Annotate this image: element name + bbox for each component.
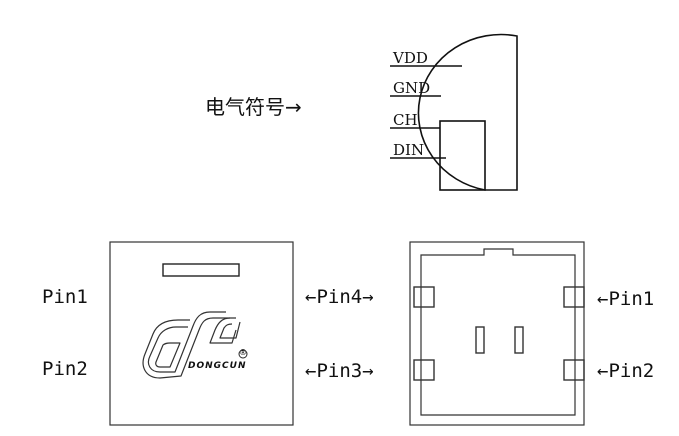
pad-pin3 [413,359,435,381]
top-view-pin1-label: Pin1 [42,286,88,308]
center-slot-left [475,326,485,354]
bottom-view-pin4-label: ←Pin4→ [305,286,374,308]
logo-text: DONGCUN [188,361,247,371]
bottom-view-pin3-label: ←Pin3→ [305,360,374,382]
top-view-pin2-label: Pin2 [42,358,88,380]
bottom-view-outer [409,241,585,426]
bottom-view-pin2-label: ←Pin2 [597,360,655,382]
electrical-symbol [390,33,518,191]
symbol-inner-rect [439,120,486,191]
symbol-caption: 电气符号→ [205,95,302,119]
top-view-package [109,241,294,426]
top-view-marker-slot [162,263,240,277]
pin-label-din: DIN [393,141,425,159]
pad-pin4 [413,286,435,308]
pin-label-ch: CH [393,111,418,129]
pin-label-gnd: GND [393,79,431,97]
bottom-view-package [409,241,585,426]
dongcun-logo [142,311,241,379]
pad-pin1-right [563,286,585,308]
top-view-body [109,241,294,426]
symbol-dome [417,33,518,191]
bottom-view-pin1-label: ←Pin1 [597,288,655,310]
center-slot-right [514,326,524,354]
pad-pin2-right [563,359,585,381]
logo-registered-mark: ® [239,348,247,357]
bottom-view-inner [420,248,576,416]
pin-label-vdd: VDD [393,49,428,67]
